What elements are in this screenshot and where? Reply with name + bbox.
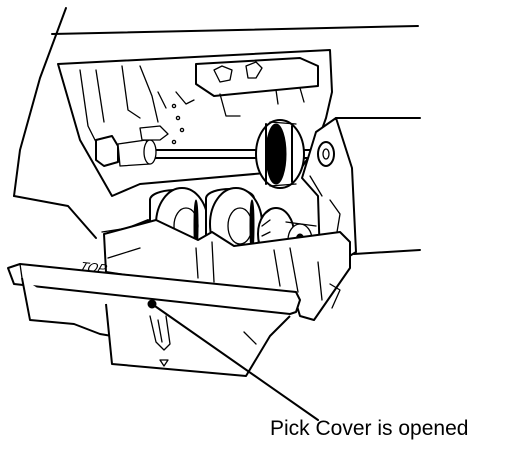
top-mechanism — [175, 57, 319, 117]
callout-label: Pick Cover is opened — [270, 417, 469, 440]
top-marking: TOP — [78, 259, 110, 276]
pick-cover — [7, 219, 351, 377]
gear-wheel — [255, 119, 305, 189]
callout-leader — [147, 299, 319, 421]
callout-line — [151, 303, 319, 421]
top-marking-text: TOP — [78, 259, 110, 276]
